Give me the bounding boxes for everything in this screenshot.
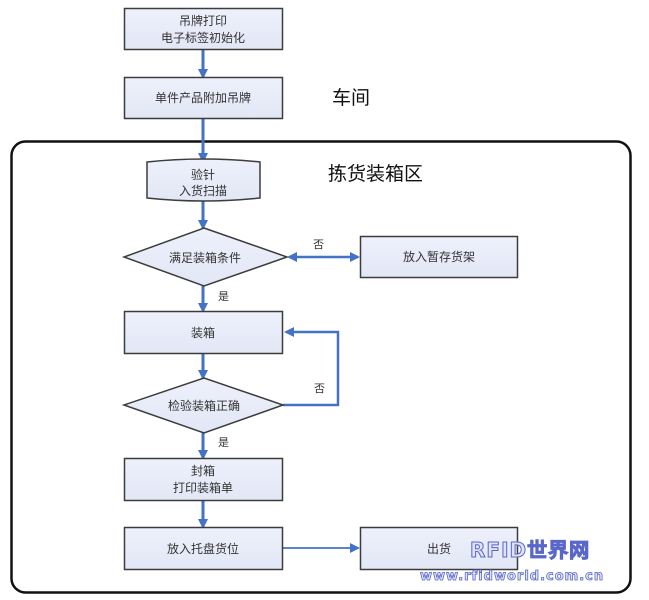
node-shipping[interactable]: 出货 (359, 526, 519, 571)
node-text: 封箱 (191, 463, 215, 478)
watermark-url: www.rfidworld.com.cn (420, 569, 604, 584)
zone-label-workshop: 车间 (332, 87, 370, 109)
node-text: 验针 (191, 167, 215, 182)
edge-n7-n6 (283, 327, 340, 407)
edge-label-n4-n5: 否 (313, 238, 324, 251)
decision-meets-packing-condition[interactable]: 满足装箱条件 (121, 227, 290, 287)
zone-picking-packing-border (10, 140, 632, 594)
node-seal-print-list[interactable]: 封箱 打印装箱单 (123, 457, 284, 502)
node-text: 单件产品附加吊牌 (155, 91, 251, 105)
zone-label-picking-packing: 拣货装箱区 (328, 163, 423, 185)
node-text: 装箱 (191, 325, 215, 340)
node-text: 吊牌打印 (179, 14, 227, 28)
decision-verify-packing[interactable]: 检验装箱正确 (121, 377, 286, 434)
node-pallet-slot[interactable]: 放入托盘货位 (123, 526, 284, 571)
edge-label-n4-n6: 是 (218, 290, 229, 303)
node-text: 满足装箱条件 (169, 250, 241, 265)
node-text: 入货扫描 (179, 183, 227, 198)
node-text: 打印装箱单 (173, 480, 233, 495)
node-temp-shelf[interactable]: 放入暂存货架 (359, 235, 519, 279)
node-text: 出货 (427, 541, 451, 556)
node-text: 电子标签初始化 (161, 30, 245, 45)
node-needle-scan[interactable]: 验针 入货扫描 (146, 158, 261, 202)
node-text: 放入暂存货架 (403, 249, 475, 264)
node-label-print[interactable]: 吊牌打印 电子标签初始化 (123, 7, 284, 51)
node-text: 放入托盘货位 (167, 541, 239, 556)
node-text: 检验装箱正确 (168, 398, 240, 413)
edge-label-n7-n8: 是 (218, 436, 229, 449)
node-attach-tag[interactable]: 单件产品附加吊牌 (123, 76, 284, 120)
edge-label-n7-n6: 否 (314, 382, 325, 395)
watermark-brand: RFID世界网 (470, 538, 590, 562)
edges (198, 49, 360, 553)
node-packing[interactable]: 装箱 (123, 310, 284, 355)
